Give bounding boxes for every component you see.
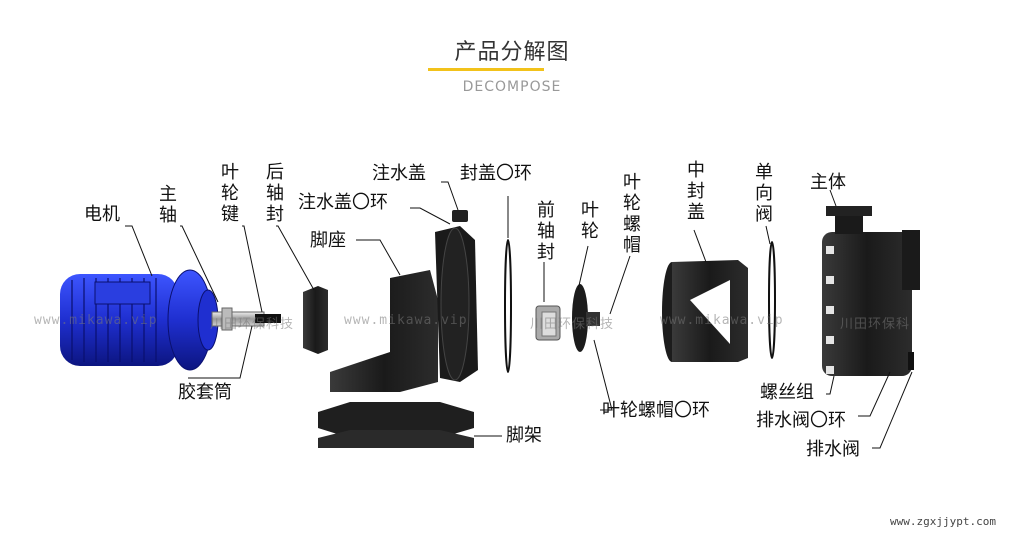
drain-valve-part: [908, 352, 914, 370]
seal-cover-oring-part: [504, 239, 512, 373]
label-drain-valve-oring: 排水阀〇环: [756, 410, 846, 431]
impeller-part: [572, 284, 600, 352]
title-underline: [428, 68, 544, 71]
label-main-body: 主体: [810, 172, 846, 193]
label-rear-shaft-seal: 后轴封: [266, 162, 284, 225]
label-water-inlet-cap-oring: 注水盖〇环: [298, 192, 388, 213]
watermark-4: 川田环保科技: [530, 317, 615, 332]
label-impeller-nut-oring: 叶轮螺帽〇环: [602, 400, 710, 421]
watermark-1: www.mikawa.vip: [34, 313, 158, 328]
main-body-part: [822, 206, 920, 376]
water-inlet-cap-part: [452, 210, 468, 222]
rear-shaft-seal-part: [303, 286, 328, 354]
foot-seat-part: [330, 226, 478, 392]
label-front-shaft-seal: 前轴封: [537, 200, 555, 263]
label-impeller-nut: 叶轮螺帽: [623, 172, 641, 256]
front-shaft-seal-part: [535, 305, 561, 341]
label-check-valve: 单向阀: [755, 162, 773, 225]
impeller-key: [255, 314, 281, 323]
label-foot-frame: 脚架: [506, 425, 542, 446]
watermark-3: www.mikawa.vip: [344, 313, 468, 328]
label-rubber-sleeve: 胶套筒: [178, 382, 232, 403]
label-drain-valve: 排水阀: [806, 439, 860, 460]
leader-lines: [125, 181, 913, 449]
label-screw-set: 螺丝组: [760, 382, 814, 403]
label-middle-seal-cover: 中封盖: [687, 160, 705, 223]
label-foot-seat: 脚座: [310, 230, 346, 251]
label-water-inlet-cap: 注水盖: [372, 163, 426, 184]
middle-seal-cover-part: [662, 260, 748, 362]
watermark-6: 川田环保科: [840, 317, 911, 332]
footer-site: www.zgxjjypt.com: [890, 515, 996, 528]
label-impeller: 叶轮: [581, 200, 599, 242]
foot-frame-part: [318, 402, 474, 448]
label-motor: 电机: [84, 204, 120, 225]
main-shaft: [211, 307, 265, 331]
label-impeller-key: 叶轮键: [221, 162, 239, 225]
label-main-shaft: 主轴: [159, 184, 177, 226]
watermark-2: 川田环保科技: [210, 317, 295, 332]
check-valve-part: [768, 241, 776, 359]
label-seal-cover-oring: 封盖〇环: [460, 163, 532, 184]
watermark-5: www.mikawa.vip: [660, 313, 784, 328]
page-subtitle: DECOMPOSE: [462, 79, 562, 95]
page-title: 产品分解图: [454, 40, 570, 65]
